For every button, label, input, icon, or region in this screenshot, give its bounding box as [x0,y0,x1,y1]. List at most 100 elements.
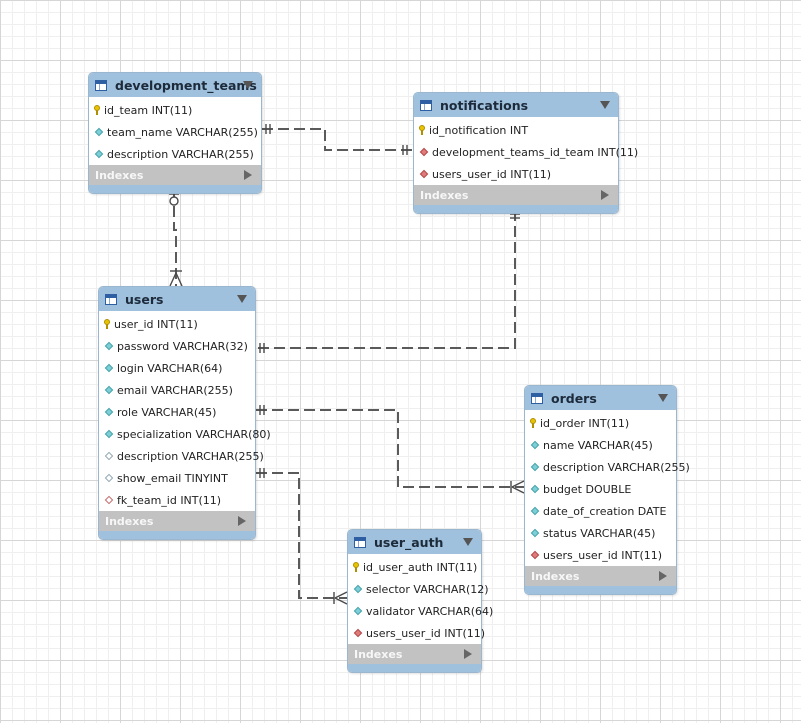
column-label: description VARCHAR(255) [117,449,264,463]
indexes-bar[interactable]: Indexes [414,185,618,205]
triangle-down-icon[interactable] [658,394,668,402]
column-label: users_user_id INT(11) [366,626,486,640]
column-label: id_order INT(11) [540,416,630,430]
column-label: user_id INT(11) [114,317,198,331]
relationship-users-user-auth[interactable] [256,468,348,605]
column-row[interactable]: email VARCHAR(255) [99,379,255,401]
table-header[interactable]: development_teams [89,73,261,97]
relationship-development-teams-notifications[interactable] [262,124,413,155]
column-label: id_notification INT [429,123,529,137]
column-label: team_name VARCHAR(255) [107,125,258,139]
relationship-development-teams-users[interactable] [169,190,183,287]
table-icon [105,293,117,305]
table-header[interactable]: users [99,287,255,311]
triangle-down-icon[interactable] [243,81,253,89]
column-label: budget DOUBLE [543,482,632,496]
table-orders[interactable]: orders id_order INT(11)name VARCHAR(45)d… [524,385,690,595]
table-icon [420,99,432,111]
table-icon [95,79,107,91]
column-row[interactable]: show_email TINYINT [99,467,255,489]
column-list: user_id INT(11) password VARCHAR(32) login… [99,311,271,511]
column-row[interactable]: id_order INT(11) [525,412,676,434]
table-footer [99,531,255,539]
table-header[interactable]: notifications [414,93,618,117]
column-row[interactable]: id_user_auth INT(11) [348,556,481,578]
indexes-bar[interactable]: Indexes [99,511,255,531]
column-row[interactable]: user_id INT(11) [99,313,255,335]
triangle-down-icon[interactable] [463,538,473,546]
key-icon [419,125,425,135]
column-label: users_user_id INT(11) [432,167,552,181]
table-users[interactable]: users user_id INT(11) password VARCHAR(32… [98,286,271,540]
column-label: date_of_creation DATE [543,504,667,518]
column-row[interactable]: budget DOUBLE [525,478,676,500]
column-row[interactable]: name VARCHAR(45) [525,434,676,456]
column-label: password VARCHAR(32) [117,339,248,353]
relationship-users-orders[interactable] [256,405,525,494]
red-diamond-icon [353,628,363,638]
column-row[interactable]: validator VARCHAR(64) [348,600,493,622]
column-row[interactable]: date_of_creation DATE [525,500,676,522]
table-development-teams[interactable]: development_teams id_team INT(11) team_na… [88,72,262,194]
column-row[interactable]: password VARCHAR(32) [99,335,255,357]
table-header[interactable]: user_auth [348,530,481,554]
column-row[interactable]: specialization VARCHAR(80) [99,423,271,445]
red-diamond-icon [419,169,429,179]
column-row[interactable]: role VARCHAR(45) [99,401,255,423]
column-label: status VARCHAR(45) [543,526,656,540]
triangle-right-icon[interactable] [659,571,667,581]
triangle-right-icon[interactable] [601,190,609,200]
column-label: id_user_auth INT(11) [363,560,478,574]
triangle-right-icon[interactable] [238,516,246,526]
table-footer [89,185,261,193]
key-icon [353,562,359,572]
table-title: notifications [440,97,529,113]
indexes-bar[interactable]: Indexes [525,566,676,586]
triangle-right-icon[interactable] [244,170,252,180]
hollow-red-diamond-icon [104,495,114,505]
triangle-down-icon[interactable] [237,295,247,303]
column-row[interactable]: login VARCHAR(64) [99,357,255,379]
column-row[interactable]: users_user_id INT(11) [414,163,618,185]
column-row[interactable]: id_team INT(11) [89,99,261,121]
indexes-bar[interactable]: Indexes [89,165,261,185]
indexes-label: Indexes [354,647,403,661]
column-row[interactable]: team_name VARCHAR(255) [89,121,261,143]
column-label: fk_team_id INT(11) [117,493,222,507]
column-row[interactable]: description VARCHAR(255) [99,445,264,467]
diamond-icon [104,429,114,439]
column-list: id_user_auth INT(11) selector VARCHAR(12)… [348,554,493,644]
column-row[interactable]: selector VARCHAR(12) [348,578,489,600]
table-header[interactable]: orders [525,386,676,410]
column-row[interactable]: description VARCHAR(255) [89,143,261,165]
column-row[interactable]: users_user_id INT(11) [348,622,485,644]
diamond-icon [530,528,540,538]
column-row[interactable]: fk_team_id INT(11) [99,489,255,511]
column-label: email VARCHAR(255) [117,383,233,397]
column-list: id_order INT(11) name VARCHAR(45)descript… [525,410,690,566]
diamond-icon [94,149,104,159]
indexes-label: Indexes [105,514,154,528]
column-row[interactable]: id_notification INT [414,119,618,141]
diamond-icon [94,127,104,137]
diamond-icon [104,363,114,373]
key-icon [530,418,536,428]
column-row[interactable]: status VARCHAR(45) [525,522,676,544]
column-label: specialization VARCHAR(80) [117,427,271,441]
hollow-diamond-icon [104,451,114,461]
relationship-notifications-users[interactable] [256,210,520,353]
table-footer [414,205,618,213]
table-user-auth[interactable]: user_auth id_user_auth INT(11) selector V… [347,529,493,673]
triangle-right-icon[interactable] [464,649,472,659]
indexes-bar[interactable]: Indexes [348,644,481,664]
diamond-icon [353,606,363,616]
column-row[interactable]: development_teams_id_team INT(11) [414,141,638,163]
column-label: users_user_id INT(11) [543,548,663,562]
column-row[interactable]: description VARCHAR(255) [525,456,690,478]
triangle-down-icon[interactable] [600,101,610,109]
column-list: id_notification INT development_teams_id_… [414,117,638,185]
table-footer [525,586,676,594]
hollow-diamond-icon [104,473,114,483]
table-notifications[interactable]: notifications id_notification INT develop… [413,92,638,214]
column-row[interactable]: users_user_id INT(11) [525,544,676,566]
